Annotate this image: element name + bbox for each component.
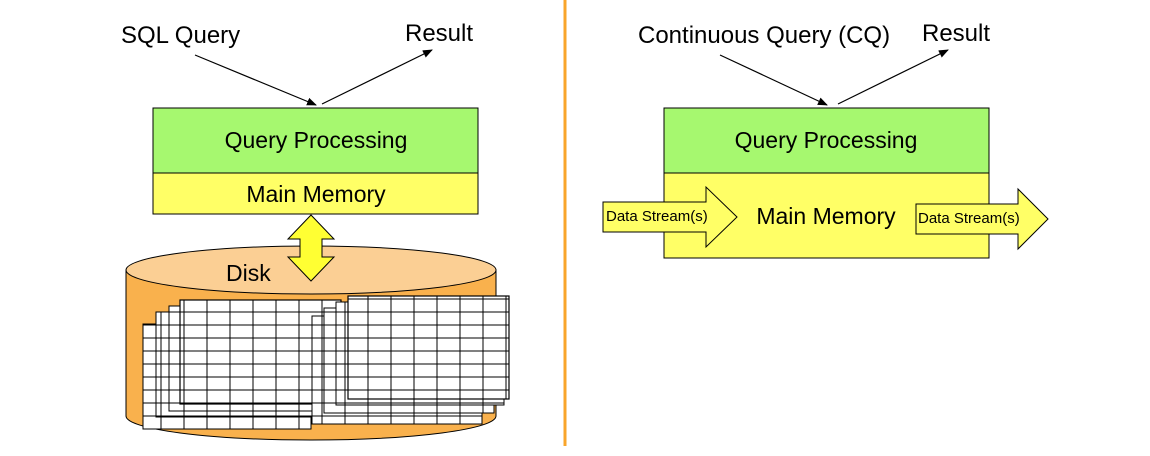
- input-data-stream-label: Data Stream(s): [606, 208, 708, 225]
- right-query-processing-label: Query Processing: [734, 127, 918, 153]
- disk-label: Disk: [226, 260, 271, 286]
- left-main-memory-label: Main Memory: [246, 181, 386, 207]
- left-main-memory-box: [152, 172, 479, 215]
- cq-arrow: [719, 54, 828, 106]
- continuous-query-label: Continuous Query (CQ): [638, 22, 891, 49]
- right-main-memory-label: Main Memory: [756, 203, 896, 229]
- right-result-label: Result: [922, 20, 991, 47]
- right-query-processing-box: [663, 107, 990, 174]
- disk-tables-right-stack: [311, 295, 510, 425]
- memory-disk-two-way-arrow: [286, 214, 336, 282]
- output-data-stream-arrow: [915, 187, 1049, 251]
- sql-query-arrow: [194, 54, 317, 106]
- output-data-stream-label: Data Stream(s): [918, 210, 1020, 227]
- sql-query-label: SQL Query: [121, 22, 241, 49]
- disk-tables-left-stack: [142, 299, 342, 430]
- right-result-arrow: [837, 49, 949, 105]
- left-result-label: Result: [405, 20, 474, 47]
- left-query-processing-label: Query Processing: [224, 127, 408, 153]
- input-data-stream-arrow: [602, 185, 738, 249]
- left-result-arrow: [321, 49, 433, 105]
